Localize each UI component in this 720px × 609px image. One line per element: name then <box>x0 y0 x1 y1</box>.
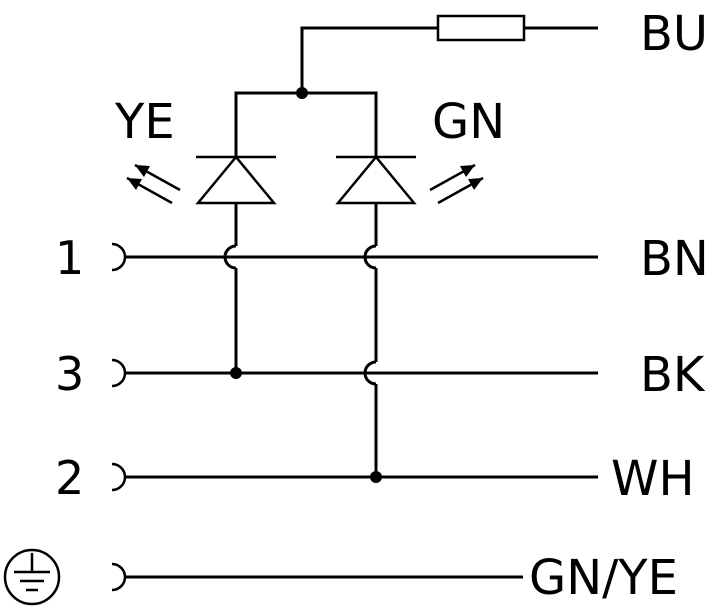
pin-1-row <box>111 242 598 272</box>
led-common-wire <box>234 91 378 157</box>
pin-number-2: 2 <box>55 451 84 505</box>
junction-dot-top <box>296 87 308 99</box>
bu-wire <box>300 14 598 93</box>
pin-3-row <box>111 358 598 388</box>
wire-label-bk: BK <box>640 347 706 403</box>
wire-label-wh: WH <box>611 451 695 507</box>
junction-dot <box>370 471 382 483</box>
pin-socket-icon <box>111 462 127 492</box>
pin-socket-icon <box>111 242 127 272</box>
resistor-symbol <box>436 14 526 42</box>
wire-label-gn-ye: GN/YE <box>529 550 678 606</box>
pin-2-row <box>111 462 598 492</box>
led-label-gn: GN <box>432 94 505 150</box>
led-gn-diode <box>335 155 417 205</box>
led-ye-diode <box>195 155 277 205</box>
led-label-ye: YE <box>114 94 175 150</box>
protective-earth-icon <box>3 548 61 606</box>
wire-label-bn: BN <box>640 231 709 287</box>
pin-number-3: 3 <box>55 347 84 401</box>
wire-label-bu: BU <box>640 6 708 62</box>
ground-row <box>111 562 523 592</box>
light-emission-icon-gn <box>429 163 484 205</box>
pin-number-1: 1 <box>55 231 84 285</box>
pin-socket-icon <box>111 358 127 388</box>
pin-socket-icon <box>111 562 127 592</box>
light-emission-icon-ye <box>126 163 181 205</box>
junction-dot <box>230 367 242 379</box>
